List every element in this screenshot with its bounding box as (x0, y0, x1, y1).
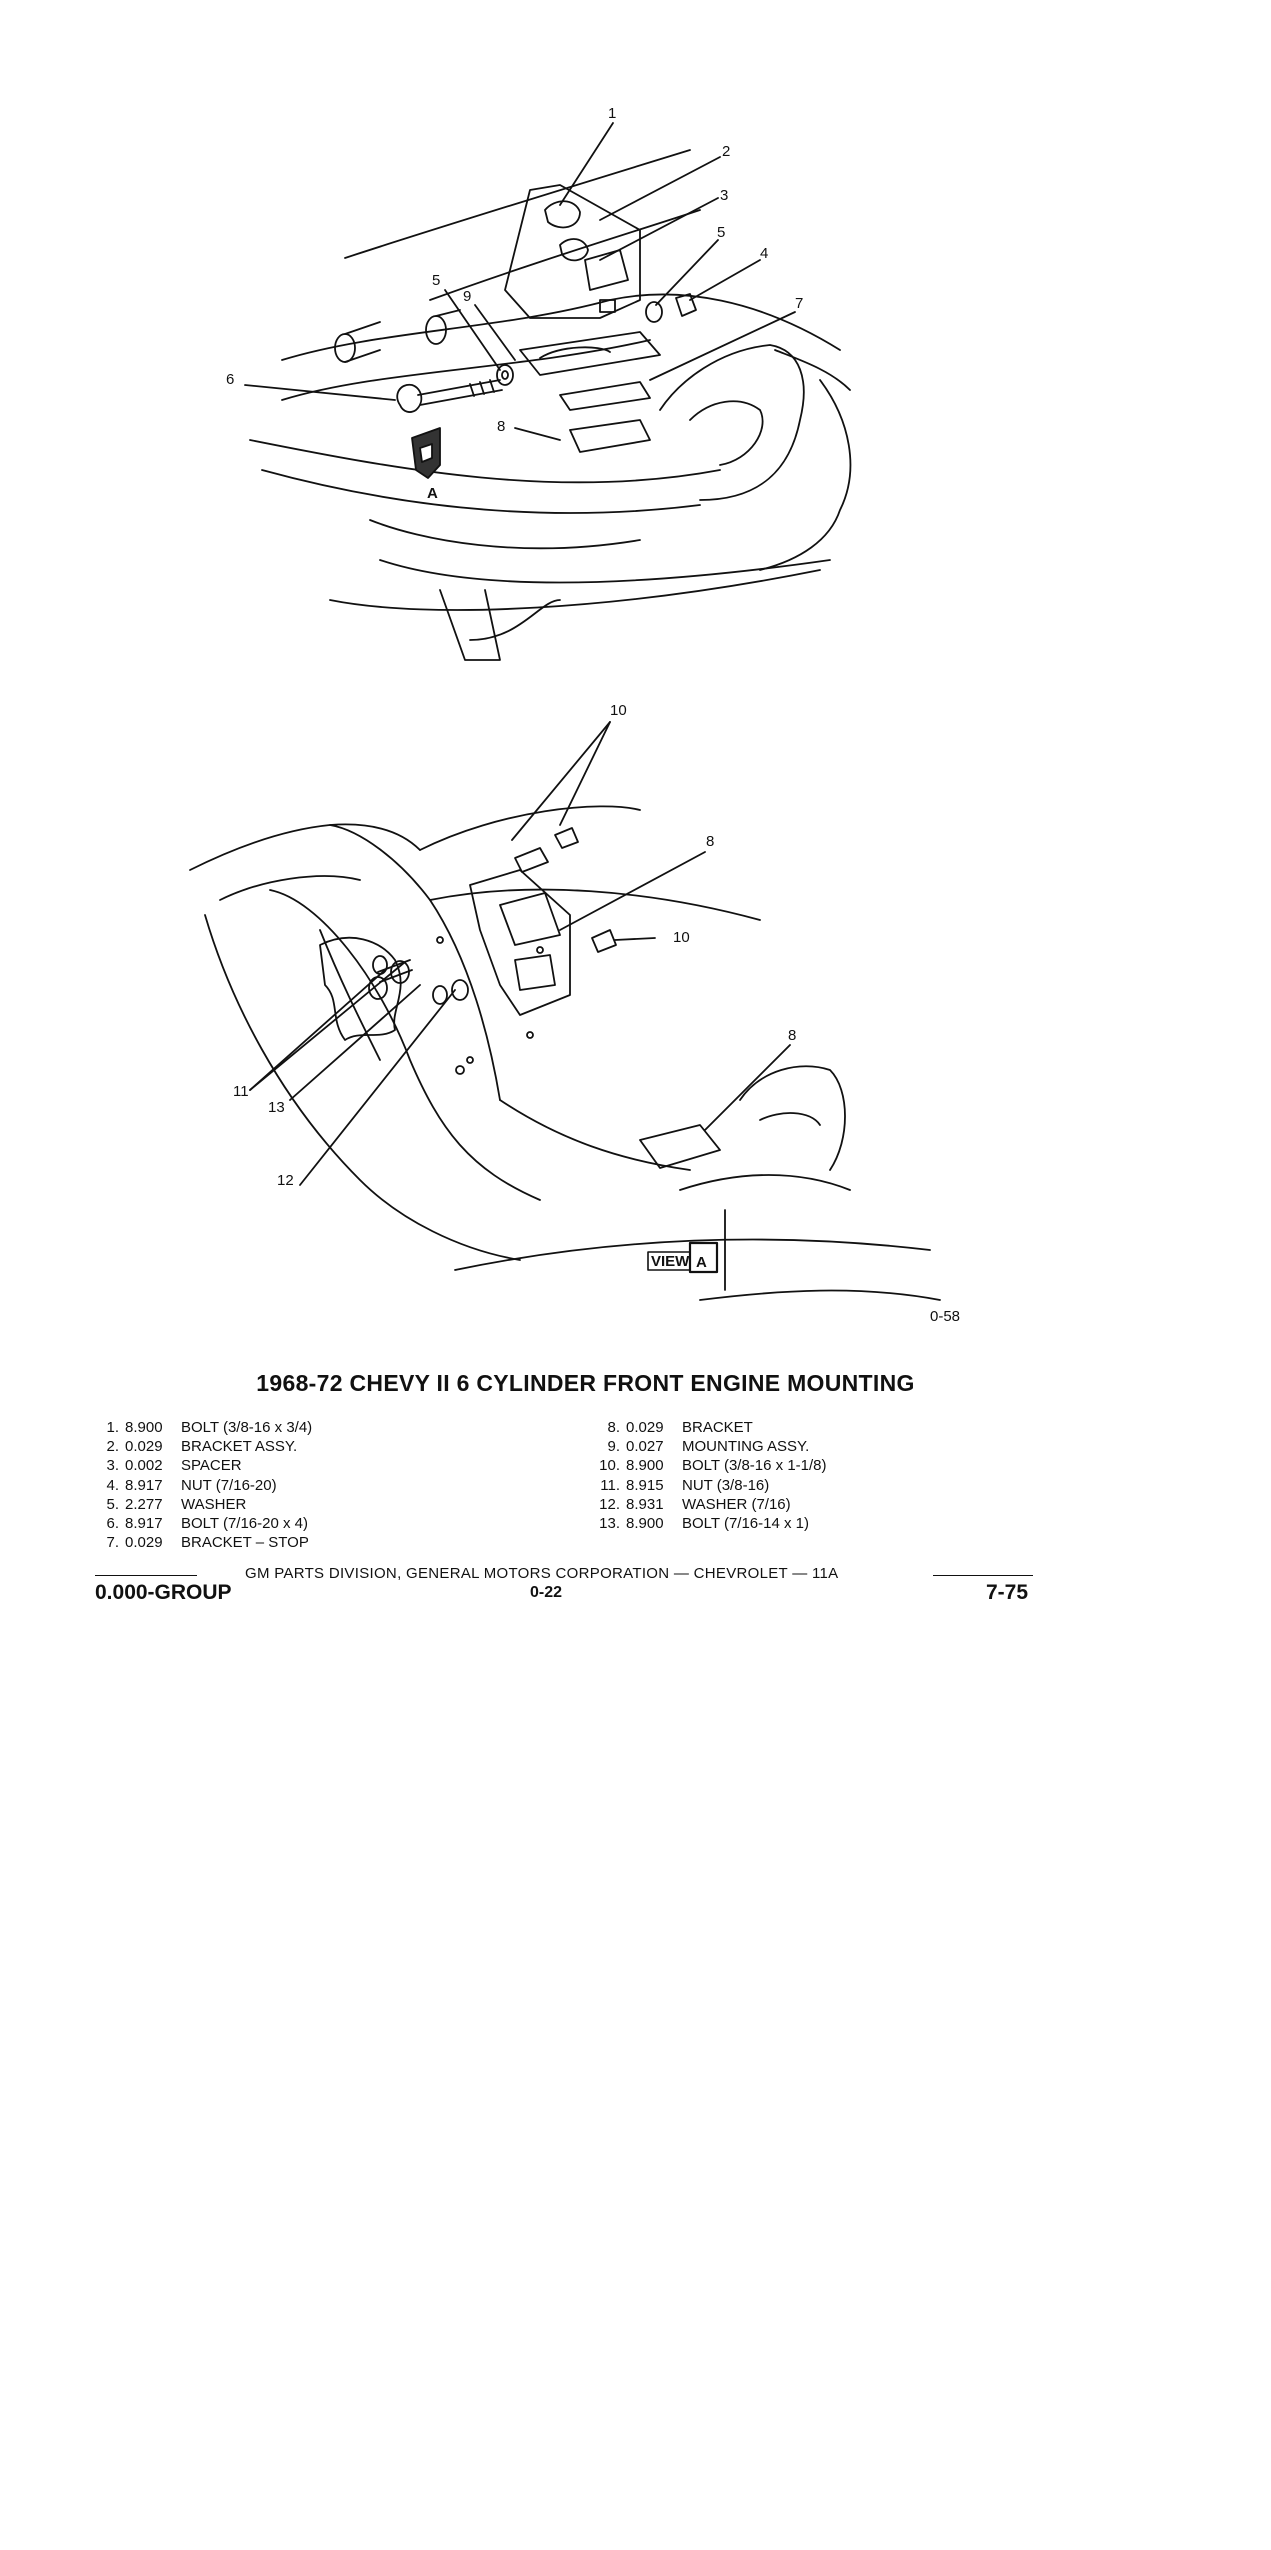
callout-6: 6 (226, 371, 234, 388)
part-number: 2. (106, 1438, 119, 1456)
part-row: 3. 0.002 SPACER (95, 1456, 312, 1475)
figure-code: 0-58 (930, 1308, 961, 1325)
part-row: 7. 0.029 BRACKET – STOP (95, 1533, 312, 1552)
callout-4: 4 (760, 245, 768, 262)
part-group-code: 0.029 (626, 1419, 664, 1436)
part-group-code: 8.900 (125, 1419, 163, 1436)
view-a-drawing (189, 721, 941, 1301)
part-description: BOLT (7/16-20 x 4) (181, 1515, 309, 1533)
part-description: NUT (3/8-16) (682, 1476, 770, 1494)
view-a-marker-label: A (427, 485, 438, 502)
callout-12: 12 (277, 1172, 294, 1189)
part-description: SPACER (181, 1457, 242, 1475)
part-group-code: 2.277 (125, 1495, 163, 1513)
part-number: 1. (106, 1419, 119, 1436)
part-row: 8. 0.029 BRACKET (596, 1418, 827, 1437)
part-row: 1. 8.900 BOLT (3/8-16 x 3/4) (95, 1418, 312, 1437)
part-group-code: 8.931 (626, 1495, 664, 1513)
view-box-letter: A (696, 1254, 707, 1271)
view-box-word: VIEW (651, 1253, 690, 1270)
part-description: BOLT (7/16-14 x 1) (682, 1515, 810, 1533)
footer-division: GM PARTS DIVISION, GENERAL MOTORS CORPOR… (245, 1565, 839, 1582)
part-group-code: 8.917 (125, 1515, 163, 1533)
part-group-code: 0.029 (125, 1534, 163, 1552)
callout-10-top: 10 (610, 702, 627, 719)
part-row: 2. 0.029 BRACKET ASSY. (95, 1437, 312, 1456)
footer-rule-right (933, 1575, 1033, 1576)
part-row: 13. 8.900 BOLT (7/16-14 x 1) (596, 1514, 827, 1533)
part-group-code: 8.900 (626, 1457, 664, 1475)
engine-mount-drawing: 1 2 3 5 4 5 9 7 6 8 A (189, 105, 941, 1301)
part-row: 5. 2.277 WASHER (95, 1495, 312, 1514)
part-number: 9. (607, 1438, 620, 1456)
part-number: 5. (106, 1495, 119, 1513)
callout-9: 9 (463, 288, 471, 305)
exploded-view-figure: 1 2 3 5 4 5 9 7 6 8 A (189, 105, 941, 1301)
part-group-code: 8.900 (626, 1515, 664, 1533)
part-number: 10. (599, 1457, 620, 1475)
callout-8-lower: 8 (788, 1027, 796, 1044)
callout-2: 2 (722, 143, 730, 160)
part-group-code: 0.029 (125, 1438, 163, 1456)
part-group-code: 8.915 (626, 1476, 664, 1494)
part-description: BRACKET ASSY. (181, 1438, 298, 1456)
callout-7: 7 (795, 295, 803, 312)
footer-rule-left (95, 1575, 197, 1576)
part-number: 11. (600, 1476, 620, 1494)
part-description: BOLT (3/8-16 x 1-1/8) (682, 1457, 827, 1475)
part-number: 4. (106, 1476, 119, 1494)
part-number: 13. (599, 1515, 620, 1533)
callout-8-top: 8 (497, 418, 505, 435)
part-number: 8. (607, 1419, 620, 1436)
part-row: 4. 8.917 NUT (7/16-20) (95, 1476, 312, 1495)
part-row: 11. 8.915 NUT (3/8-16) (596, 1476, 827, 1495)
callout-8-bracket: 8 (706, 833, 714, 850)
part-row: 6. 8.917 BOLT (7/16-20 x 4) (95, 1514, 312, 1533)
part-row: 10. 8.900 BOLT (3/8-16 x 1-1/8) (596, 1456, 827, 1475)
footer-date: 7-75 (986, 1581, 1029, 1604)
part-description: WASHER (7/16) (682, 1495, 791, 1513)
part-row: 9. 0.027 MOUNTING ASSY. (596, 1437, 827, 1456)
callout-3: 3 (720, 187, 728, 204)
callout-5-right: 5 (717, 224, 725, 241)
part-description: WASHER (181, 1495, 247, 1513)
part-number: 7. (106, 1534, 119, 1552)
top-assembly-drawing (244, 122, 852, 661)
parts-list-right: 8. 0.029 BRACKET 9. 0.027 MOUNTING ASSY. 10. 8.… (596, 1418, 827, 1533)
part-group-code: 8.917 (125, 1476, 163, 1494)
callout-11: 11 (233, 1083, 249, 1100)
part-row: 12. 8.931 WASHER (7/16) (596, 1495, 827, 1514)
footer-page-number: 0-22 (530, 1584, 563, 1601)
part-number: 12. (599, 1495, 620, 1513)
part-description: BOLT (3/8-16 x 3/4) (181, 1419, 313, 1436)
callout-1: 1 (608, 105, 616, 122)
part-description: BRACKET – STOP (181, 1534, 309, 1552)
part-group-code: 0.002 (125, 1457, 163, 1475)
callout-13: 13 (268, 1099, 285, 1116)
part-number: 3. (106, 1457, 119, 1475)
part-description: BRACKET (682, 1419, 753, 1436)
part-group-code: 0.027 (626, 1438, 664, 1456)
part-description: NUT (7/16-20) (181, 1476, 277, 1494)
callout-5-left: 5 (432, 272, 440, 289)
footer-group: 0.000-GROUP (95, 1581, 232, 1604)
part-description: MOUNTING ASSY. (682, 1438, 810, 1456)
page-title: 1968-72 CHEVY II 6 CYLINDER FRONT ENGINE… (256, 1370, 915, 1396)
part-number: 6. (106, 1515, 119, 1533)
callout-10-right: 10 (673, 929, 690, 946)
